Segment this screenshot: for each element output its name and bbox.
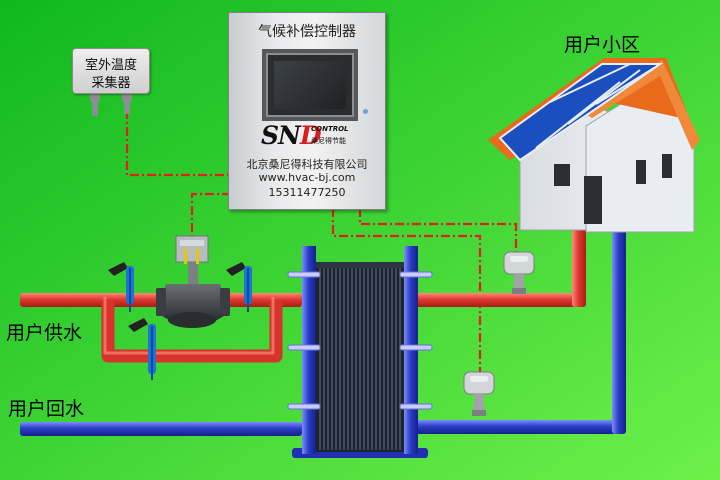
wire-controller-to-supply-sensor	[358, 208, 518, 252]
controller-title: 气候补偿控制器	[258, 24, 356, 40]
outdoor-sensor-leads	[90, 92, 132, 116]
house-icon	[488, 58, 700, 233]
outdoor-sensor-label-line2: 采集器	[91, 76, 131, 91]
bypass-pipe	[101, 300, 283, 363]
return-water-label: 用户回水	[8, 398, 85, 420]
power-indicator-icon	[363, 109, 368, 114]
company-phone: 15311477250	[268, 186, 346, 199]
supply-out-pipe	[414, 293, 586, 307]
supply-riser-pipe	[572, 228, 586, 307]
company-website: www.hvac-bj.com	[258, 171, 356, 184]
return-main-pipe	[20, 422, 302, 436]
user-area-label: 用户小区	[564, 34, 641, 56]
outdoor-temperature-sensor: 室外温度 采集器	[72, 48, 150, 94]
solar-panel-icon	[498, 63, 664, 162]
return-riser-pipe	[612, 228, 626, 434]
temperature-sensor-icon	[463, 371, 495, 416]
wire-sensor-to-controller	[125, 110, 228, 177]
thermometer-icon	[226, 262, 252, 312]
electric-valve-icon	[156, 235, 230, 328]
logo-tagline: CONTROL	[311, 125, 349, 133]
company-name: 北京桑尼得科技有限公司	[246, 158, 368, 171]
climate-compensation-controller: 气候补偿控制器 SND CONTROL 桑尼得节能 北京桑尼得科技有限公司 ww…	[228, 12, 386, 210]
logo-chinese-name: 桑尼得节能	[311, 137, 346, 145]
return-out-pipe	[414, 420, 626, 434]
temperature-sensor-icon	[503, 251, 535, 294]
plate-heat-exchanger-icon	[287, 246, 433, 458]
supply-water-label: 用户供水	[6, 322, 83, 344]
thermometer-icon	[108, 262, 134, 312]
snd-logo: SND CONTROL 桑尼得节能	[261, 121, 357, 157]
thermometer-icon	[128, 318, 156, 380]
return-pipes	[20, 228, 626, 436]
outdoor-sensor-label-line1: 室外温度	[84, 58, 137, 73]
logo-wordmark: SND	[261, 121, 322, 150]
controller-screen	[262, 49, 358, 121]
